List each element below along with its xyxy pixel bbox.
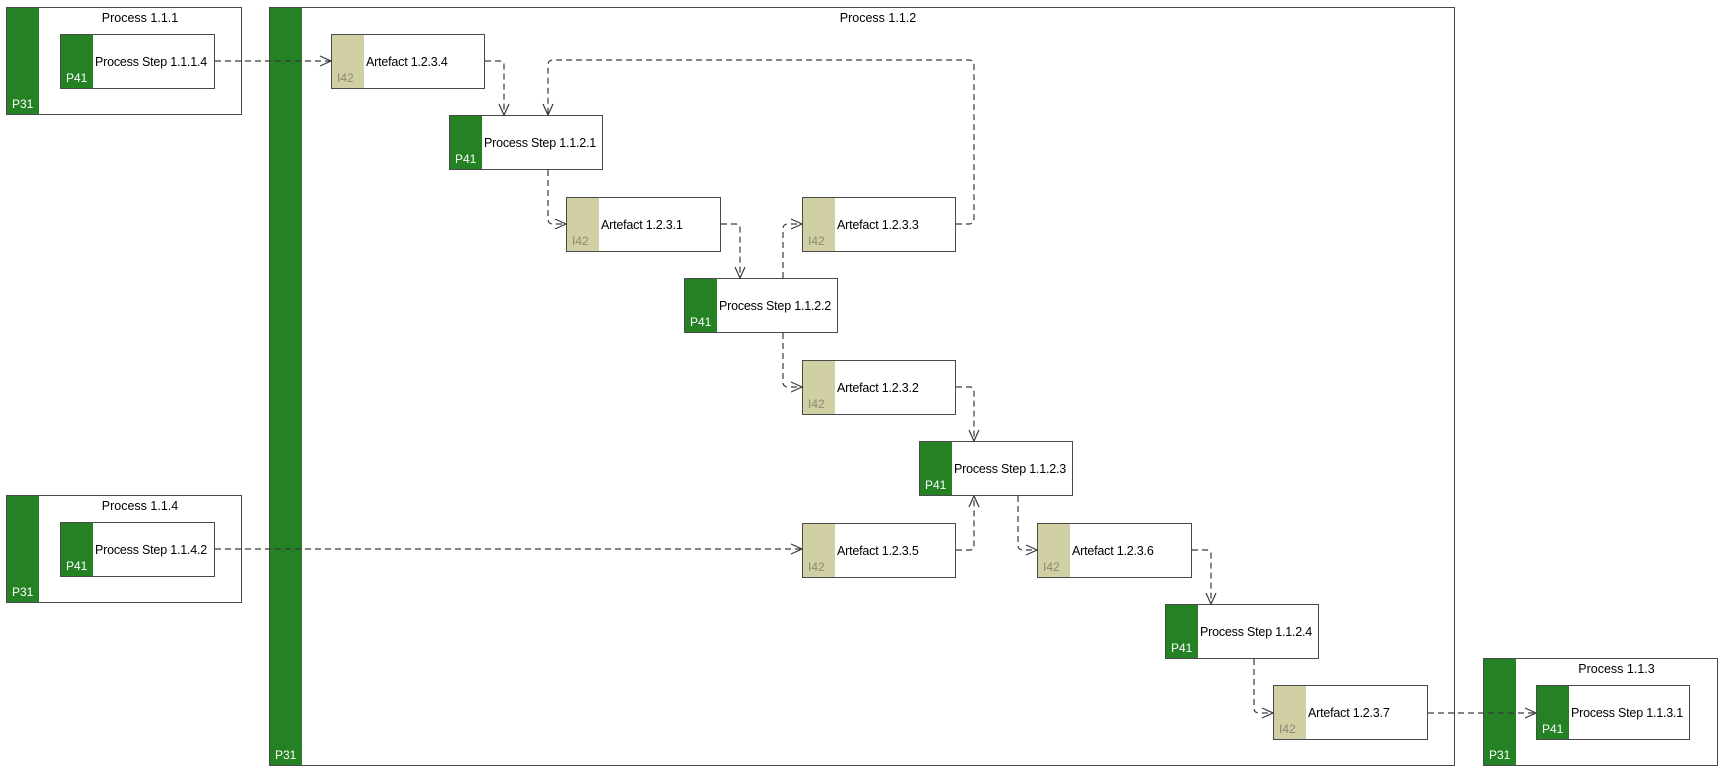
step-label: Process Step 1.1.2.2: [719, 298, 832, 313]
container-title: Process 1.1.1: [101, 11, 179, 25]
container-title: Process 1.1.3: [1578, 662, 1655, 676]
artefact-code: I42: [1043, 560, 1060, 574]
step-label: Process Step 1.1.2.1: [484, 135, 597, 150]
artefact-side: [332, 35, 364, 88]
artefact-label: Artefact 1.2.3.1: [601, 217, 683, 232]
artefact-side: [1274, 686, 1306, 739]
step-side: [61, 35, 93, 88]
step-label: Process Step 1.1.2.3: [954, 461, 1067, 476]
connector-step-1-1-2-2-to-artefact-1-2-3-3: [782, 218, 804, 278]
container-code: P31: [275, 748, 297, 762]
process-step-1-1-4-2[interactable]: P41 Process Step 1.1.4.2: [60, 522, 215, 577]
connector-artefact-1-2-3-2-to-step-1-1-2-3: [956, 386, 980, 443]
artefact-code: I42: [808, 560, 825, 574]
step-label: Process Step 1.1.4.2: [95, 542, 208, 557]
process-step-1-1-2-1[interactable]: P41 Process Step 1.1.2.1: [449, 115, 603, 170]
step-code: P41: [455, 152, 477, 166]
step-side: [1537, 686, 1569, 739]
artefact-label: Artefact 1.2.3.7: [1308, 705, 1390, 720]
artefact-label: Artefact 1.2.3.5: [837, 543, 919, 558]
artefact-code: I42: [808, 397, 825, 411]
process-step-1-1-3-1[interactable]: P41 Process Step 1.1.3.1: [1536, 685, 1690, 740]
step-code: P41: [1542, 722, 1564, 736]
process-step-1-1-2-2[interactable]: P41 Process Step 1.1.2.2: [684, 278, 838, 333]
container-bar: [1484, 659, 1516, 765]
step-code: P41: [66, 559, 88, 573]
connector-step-1-1-2-3-to-artefact-1-2-3-6: [1017, 496, 1039, 556]
container-code: P31: [12, 585, 34, 599]
connector-artefact-1-2-3-6-to-step-1-1-2-4: [1192, 549, 1217, 606]
step-side: [685, 279, 717, 332]
container-title: Process 1.1.4: [101, 499, 179, 513]
artefact-1-2-3-3[interactable]: I42 Artefact 1.2.3.3: [802, 197, 956, 252]
process-step-1-1-1-4[interactable]: P41 Process Step 1.1.1.4: [60, 34, 215, 89]
artefact-1-2-3-2[interactable]: I42 Artefact 1.2.3.2: [802, 360, 956, 415]
connector-artefact-1-2-3-4-to-step-1-1-2-1: [485, 60, 510, 117]
step-side: [450, 116, 482, 169]
artefact-1-2-3-7[interactable]: I42 Artefact 1.2.3.7: [1273, 685, 1428, 740]
step-code: P41: [925, 478, 947, 492]
artefact-label: Artefact 1.2.3.3: [837, 217, 919, 232]
process-step-1-1-2-3[interactable]: P41 Process Step 1.1.2.3: [919, 441, 1073, 496]
container-code: P31: [12, 97, 34, 111]
step-code: P41: [66, 71, 88, 85]
connector-artefact-1-2-3-1-to-step-1-1-2-2: [721, 223, 746, 280]
artefact-1-2-3-4[interactable]: I42 Artefact 1.2.3.4: [331, 34, 485, 89]
step-side: [61, 523, 93, 576]
container-bar: [7, 496, 39, 602]
artefact-side: [567, 198, 599, 251]
artefact-1-2-3-5[interactable]: I42 Artefact 1.2.3.5: [802, 523, 956, 578]
step-label: Process Step 1.1.3.1: [1571, 705, 1684, 720]
container-code: P31: [1489, 748, 1511, 762]
artefact-side: [1038, 524, 1070, 577]
connector-artefact-1-2-3-5-to-step-1-1-2-3: [956, 494, 980, 551]
artefact-1-2-3-1[interactable]: I42 Artefact 1.2.3.1: [566, 197, 721, 252]
artefact-1-2-3-6[interactable]: I42 Artefact 1.2.3.6: [1037, 523, 1192, 578]
artefact-label: Artefact 1.2.3.4: [366, 54, 448, 69]
step-code: P41: [1171, 641, 1193, 655]
step-side: [1166, 605, 1198, 658]
step-code: P41: [690, 315, 712, 329]
step-side: [920, 442, 952, 495]
connector-artefact-1-2-3-3-to-step-1-1-2-1: [542, 59, 975, 225]
connector-step-1-1-2-4-to-artefact-1-2-3-7: [1253, 659, 1275, 719]
step-label: Process Step 1.1.1.4: [95, 54, 208, 69]
process-step-1-1-2-4[interactable]: P41 Process Step 1.1.2.4: [1165, 604, 1319, 659]
artefact-code: I42: [572, 234, 589, 248]
connector-step-1-1-2-2-to-artefact-1-2-3-2: [782, 333, 804, 393]
artefact-side: [803, 198, 835, 251]
artefact-label: Artefact 1.2.3.6: [1072, 543, 1154, 558]
artefact-code: I42: [808, 234, 825, 248]
container-bar: [7, 8, 39, 114]
artefact-code: I42: [1279, 722, 1296, 736]
connector-step-1-1-2-1-to-artefact-1-2-3-1: [547, 170, 568, 230]
artefact-side: [803, 524, 835, 577]
container-bar: [270, 8, 302, 765]
artefact-side: [803, 361, 835, 414]
artefact-label: Artefact 1.2.3.2: [837, 380, 919, 395]
step-label: Process Step 1.1.2.4: [1200, 624, 1313, 639]
container-title: Process 1.1.2: [839, 11, 917, 25]
artefact-code: I42: [337, 71, 354, 85]
